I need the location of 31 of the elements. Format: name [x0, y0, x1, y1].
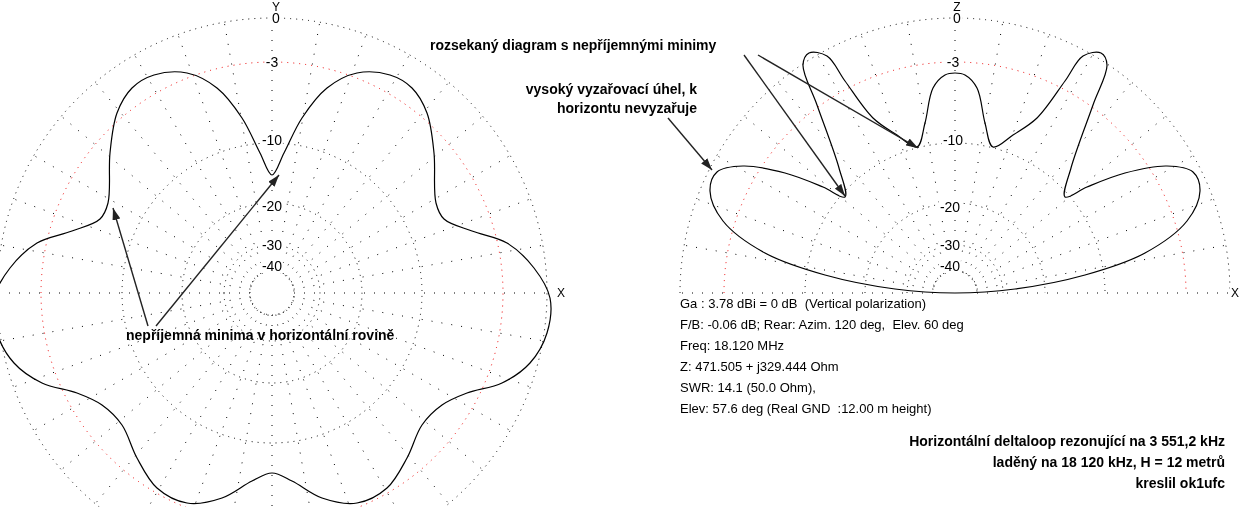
leader-arrow — [667, 117, 713, 171]
annotation-text: vysoký vyzařovací úhel, k horizontu nevyzařuje — [490, 80, 697, 118]
db-scale-label: -30 — [260, 238, 284, 252]
title-text: Horizontální deltaloop rezonující na 3 551,2 kHz — [909, 434, 1225, 449]
db-scale-label: -20 — [938, 200, 962, 214]
leader-arrow — [743, 54, 846, 197]
info-text: F/B: -0.06 dB; Rear: Azim. 120 deg, Elev. 60 deg — [680, 317, 964, 332]
db-scale-label: -10 — [260, 133, 284, 147]
db-scale-label: -3 — [264, 55, 280, 69]
axis-label: X — [1230, 286, 1240, 300]
title-text: laděný na 18 120 kHz, H = 12 metrů — [992, 455, 1225, 470]
db-scale-label: -40 — [260, 259, 284, 273]
db-scale-label: -10 — [941, 133, 965, 147]
leader-arrow — [112, 207, 149, 327]
db-scale-label: -30 — [938, 238, 962, 252]
db-scale-label: -20 — [260, 199, 284, 213]
annotation-text: rozsekaný diagram s nepříjemnými minimy — [430, 36, 760, 55]
axis-label: X — [556, 286, 566, 300]
db-scale-label: -40 — [938, 259, 962, 273]
info-text: SWR: 14.1 (50.0 Ohm), — [680, 380, 816, 395]
db-scale-label: -3 — [945, 55, 961, 69]
info-text: Freq: 18.120 MHz — [680, 338, 785, 353]
db-scale-label: 0 — [271, 11, 281, 25]
info-text: Z: 471.505 + j329.444 Ohm — [680, 359, 839, 374]
leader-arrow — [155, 174, 280, 327]
db-scale-label: 0 — [952, 11, 962, 25]
annotation-text: nepříjemná minima v horizontální rovině — [126, 326, 436, 345]
info-text: Elev: 57.6 deg (Real GND :12.00 m height) — [680, 401, 932, 416]
leader-arrow — [757, 54, 919, 149]
info-text: Ga : 3.78 dBi = 0 dB (Vertical polarization) — [680, 296, 927, 311]
title-text: kreslil ok1ufc — [1135, 476, 1225, 491]
